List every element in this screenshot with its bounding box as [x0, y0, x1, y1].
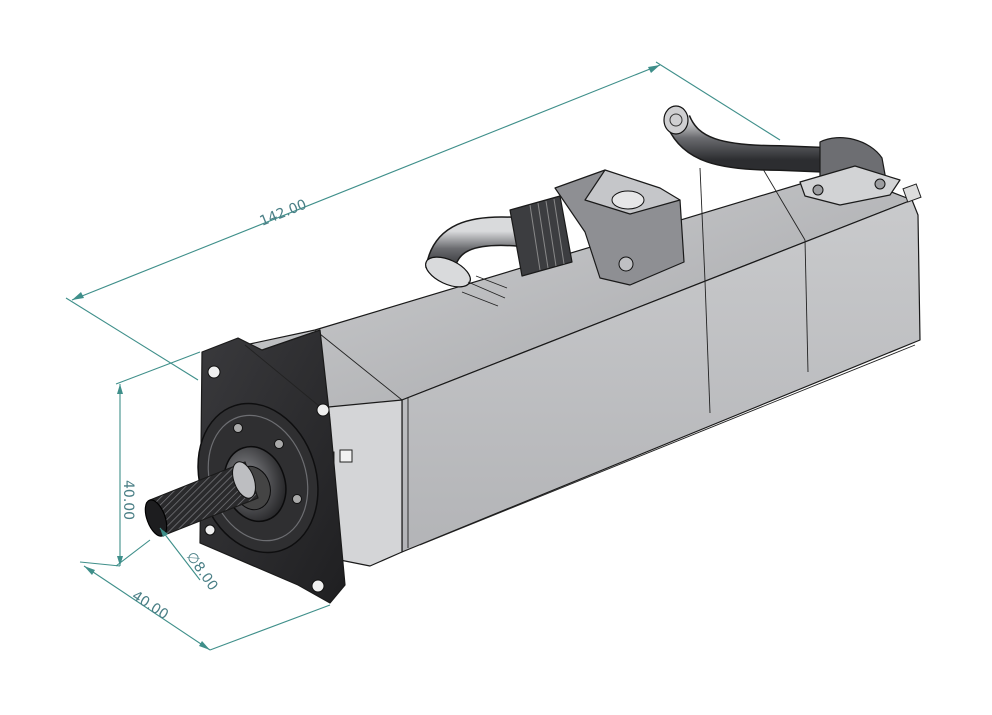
- mounting-hole: [204, 524, 216, 536]
- encoder-base-plate: [799, 165, 901, 206]
- mounting-hole: [207, 365, 221, 379]
- encoder-plug-face: [663, 105, 689, 135]
- shaft-label: ∅8.00: [183, 549, 221, 594]
- motor-body: [244, 163, 921, 567]
- mounting-hole: [316, 403, 330, 417]
- dimension-height: 40.00: [115, 351, 201, 567]
- length-label: 142.00: [258, 197, 309, 230]
- output-shaft: [144, 461, 259, 537]
- shaft-end: [144, 499, 168, 537]
- mounting-flange: [197, 329, 346, 604]
- encoder-connector: [663, 105, 901, 206]
- width-label: 40.00: [129, 588, 171, 623]
- height-label: 40.00: [120, 480, 136, 520]
- mounting-hole: [311, 579, 325, 593]
- power-connector: [425, 169, 685, 307]
